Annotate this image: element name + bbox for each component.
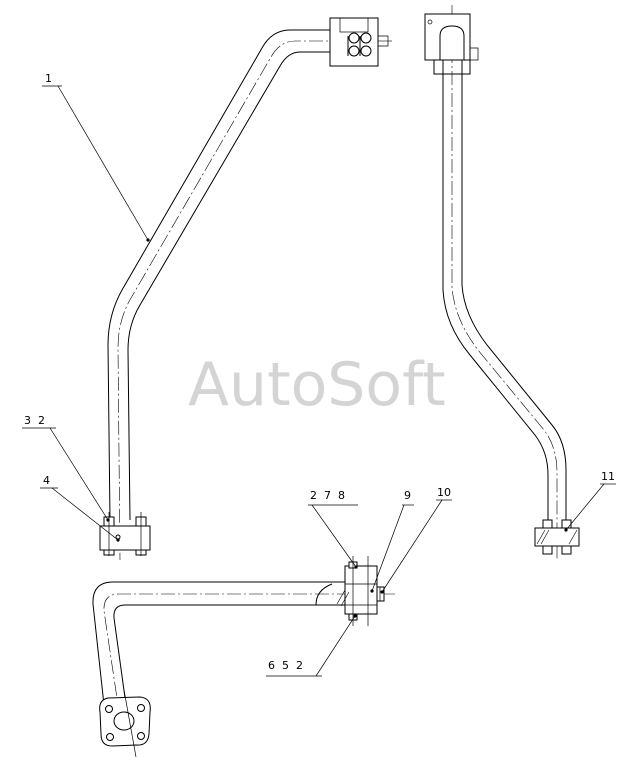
pipe-1-bottom-flange — [99, 512, 151, 556]
pipe-1-top-bracket — [329, 17, 395, 67]
callout-9: 9 — [404, 489, 411, 502]
pipe-1 — [107, 29, 345, 561]
callout-2-7-8: 2 7 8 — [310, 489, 345, 502]
callout-3-2: 3 2 — [24, 414, 45, 427]
callout-6-5-2: 6 5 2 — [268, 659, 303, 672]
watermark: AutoSoft — [188, 350, 446, 420]
leader-lines — [22, 85, 616, 677]
callout-4: 4 — [43, 474, 50, 487]
pipe-bottom-flange — [99, 689, 151, 758]
pipe-right-top-bracket — [424, 13, 479, 75]
pipe-clamp — [336, 556, 385, 626]
callout-1: 1 — [45, 72, 52, 85]
callout-11: 11 — [601, 470, 615, 483]
pipe-bottom — [92, 581, 395, 706]
pipe-right — [442, 5, 567, 560]
callout-10: 10 — [437, 486, 451, 499]
pipe-right-bottom-fitting — [534, 519, 580, 555]
